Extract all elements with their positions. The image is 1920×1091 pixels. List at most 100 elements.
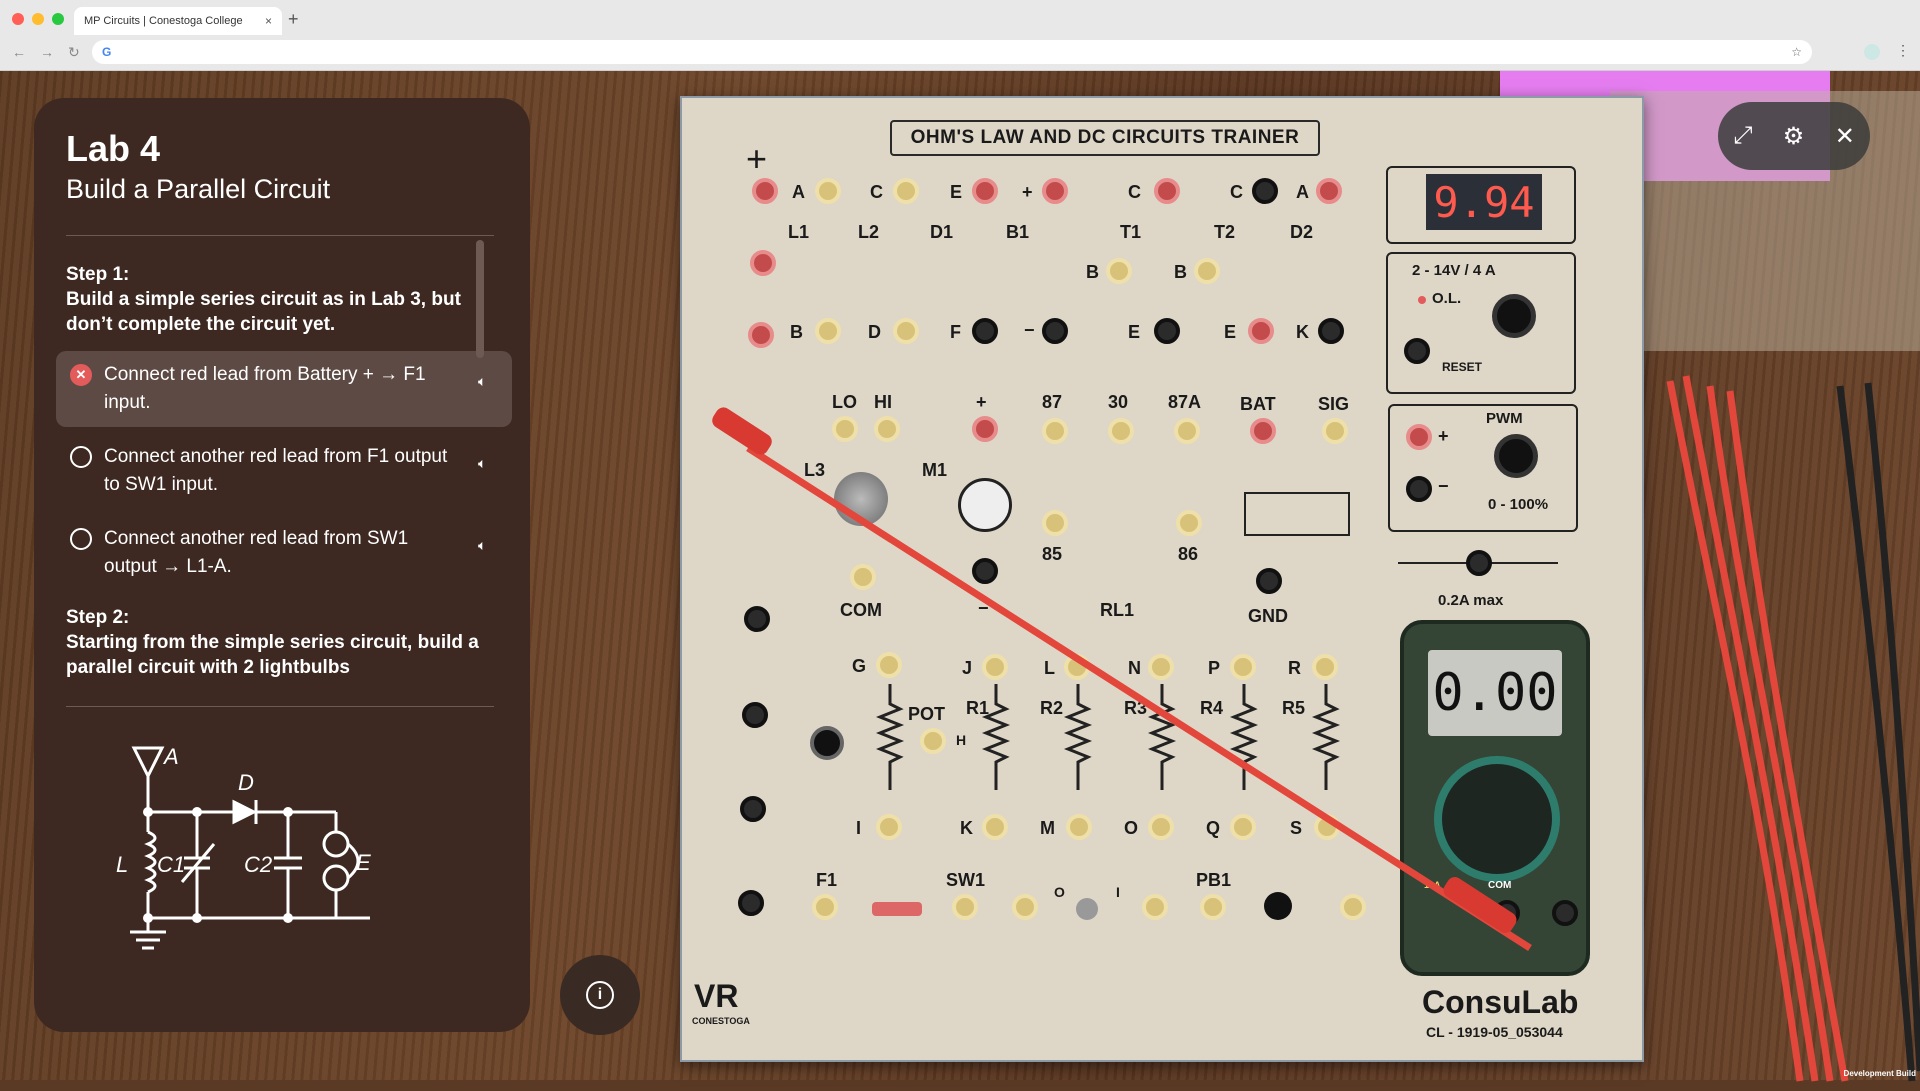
- close-window-dot[interactable]: [12, 13, 24, 25]
- jack-m1-plus[interactable]: [972, 416, 998, 442]
- jack-com[interactable]: [850, 564, 876, 590]
- jack-d2-k[interactable]: [1318, 318, 1344, 344]
- browser-menu-icon[interactable]: ⋮: [1896, 42, 1910, 58]
- settings-gear-icon[interactable]: ⚙: [1782, 122, 1805, 150]
- multimeter-dial[interactable]: [1434, 756, 1560, 882]
- jack-ground[interactable]: [740, 796, 766, 822]
- push-button[interactable]: [1264, 892, 1292, 920]
- jack-g[interactable]: [876, 652, 902, 678]
- forward-icon[interactable]: →: [40, 44, 54, 60]
- jack-m1-minus[interactable]: [972, 558, 998, 584]
- jack-hi[interactable]: [874, 416, 900, 442]
- jack-d2-a[interactable]: [1316, 178, 1342, 204]
- multimeter[interactable]: 0.00 10A COM: [1400, 620, 1590, 976]
- pwm-knob[interactable]: [1494, 434, 1538, 478]
- potentiometer-knob[interactable]: [810, 726, 844, 760]
- profile-avatar[interactable]: [1864, 44, 1880, 60]
- speaker-icon[interactable]: 🔈︎: [478, 537, 487, 553]
- jack-red[interactable]: [748, 322, 774, 348]
- label-a: A: [792, 182, 805, 202]
- jack-pb1-out[interactable]: [1340, 894, 1366, 920]
- jack-ground[interactable]: [742, 702, 768, 728]
- jack-q[interactable]: [1230, 814, 1256, 840]
- speaker-icon[interactable]: 🔈︎: [478, 455, 487, 471]
- tab-close-icon[interactable]: ×: [264, 14, 272, 28]
- jack-pwm-minus[interactable]: [1406, 476, 1432, 502]
- jack-sig[interactable]: [1322, 418, 1348, 444]
- jack-t1-c[interactable]: [1154, 178, 1180, 204]
- browser-tab[interactable]: MP Circuits | Conestoga College ×: [74, 7, 282, 35]
- jack-ground[interactable]: [738, 890, 764, 916]
- jack-sw1-out[interactable]: [1142, 894, 1168, 920]
- speaker-icon[interactable]: 🔈︎: [478, 373, 487, 389]
- jack-30[interactable]: [1108, 418, 1134, 444]
- jack-r[interactable]: [1312, 654, 1338, 680]
- jack-f1-in[interactable]: [812, 894, 838, 920]
- jack-red[interactable]: [750, 250, 776, 276]
- panel-scrollbar[interactable]: [476, 240, 484, 358]
- jack-t2-c[interactable]: [1252, 178, 1278, 204]
- jack-ground[interactable]: [744, 606, 770, 632]
- close-icon[interactable]: ✕: [1834, 122, 1855, 150]
- jack-f1-out[interactable]: [952, 894, 978, 920]
- checkbox-empty-icon[interactable]: [70, 528, 92, 550]
- jack-l1-a[interactable]: [815, 178, 841, 204]
- checkbox-empty-icon[interactable]: [70, 446, 92, 468]
- jack-m[interactable]: [1066, 814, 1092, 840]
- jack-s[interactable]: [1314, 814, 1340, 840]
- jack-l[interactable]: [1064, 654, 1090, 680]
- jack-lo[interactable]: [832, 416, 858, 442]
- jack-t1-e[interactable]: [1154, 318, 1180, 344]
- jack-t2-e[interactable]: [1248, 318, 1274, 344]
- meter-com-jack[interactable]: [1494, 900, 1520, 926]
- task-item[interactable]: ✕ Connect red lead from Battery + → F1 i…: [56, 351, 512, 427]
- jack-battery-plus[interactable]: [752, 178, 778, 204]
- new-tab-button[interactable]: +: [288, 9, 299, 29]
- test-leads-bundle[interactable]: [1650, 291, 1920, 1091]
- reset-button[interactable]: [1404, 338, 1430, 364]
- jack-86[interactable]: [1176, 510, 1202, 536]
- label-m: M: [1040, 818, 1055, 838]
- expand-icon[interactable]: ⤢: [1733, 122, 1753, 149]
- jack-l1-b[interactable]: [815, 318, 841, 344]
- jack-d1-f[interactable]: [972, 318, 998, 344]
- jack-p[interactable]: [1230, 654, 1256, 680]
- jack-gnd[interactable]: [1256, 568, 1282, 594]
- jack-b1-plus[interactable]: [1042, 178, 1068, 204]
- jack-pb1-in[interactable]: [1200, 894, 1226, 920]
- label-gnd: GND: [1248, 606, 1288, 626]
- jack-i[interactable]: [876, 814, 902, 840]
- task-item[interactable]: Connect another red lead from SW1 output…: [56, 515, 512, 591]
- jack-l2-d[interactable]: [893, 318, 919, 344]
- jack-k[interactable]: [982, 814, 1008, 840]
- bookmark-star-icon[interactable]: ☆: [1791, 45, 1802, 59]
- jack-85[interactable]: [1042, 510, 1068, 536]
- jack-pwm-plus[interactable]: [1406, 424, 1432, 450]
- jack-o[interactable]: [1148, 814, 1174, 840]
- reload-icon[interactable]: ↻: [68, 44, 80, 60]
- fuse-holder[interactable]: [1466, 550, 1492, 576]
- meter-v-jack[interactable]: [1552, 900, 1578, 926]
- jack-b1-minus[interactable]: [1042, 318, 1068, 344]
- jack-j[interactable]: [982, 654, 1008, 680]
- jack-l2-c[interactable]: [893, 178, 919, 204]
- jack-87[interactable]: [1042, 418, 1068, 444]
- jack-87a[interactable]: [1174, 418, 1200, 444]
- jack-sw1-in[interactable]: [1012, 894, 1038, 920]
- schematic-label-d: D: [238, 770, 254, 795]
- board-title: OHM'S LAW AND DC CIRCUITS TRAINER: [890, 120, 1320, 156]
- minimize-window-dot[interactable]: [32, 13, 44, 25]
- jack-t2-b[interactable]: [1194, 258, 1220, 284]
- jack-d1-e[interactable]: [972, 178, 998, 204]
- info-button[interactable]: i: [560, 955, 640, 1035]
- toggle-switch[interactable]: [1076, 898, 1098, 920]
- task-item[interactable]: Connect another red lead from F1 output …: [56, 433, 512, 509]
- address-bar[interactable]: G ☆: [92, 40, 1812, 64]
- jack-t1-b[interactable]: [1106, 258, 1132, 284]
- maximize-window-dot[interactable]: [52, 13, 64, 25]
- current-knob[interactable]: [1492, 294, 1536, 338]
- task-text: Connect red lead from Battery + → F1 inp…: [104, 364, 426, 413]
- jack-bat[interactable]: [1250, 418, 1276, 444]
- jack-n[interactable]: [1148, 654, 1174, 680]
- back-icon[interactable]: ←: [12, 44, 26, 60]
